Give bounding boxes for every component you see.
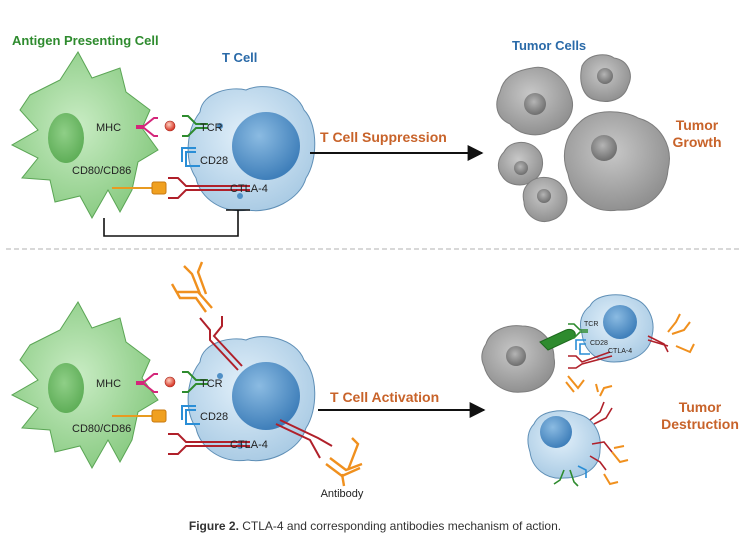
tcr-receptor-top [182,115,208,137]
tumor-cell [580,54,631,102]
tcr-binding-green [539,329,576,351]
tcell-nucleus-top [232,112,300,180]
tcr-label-bottom: TCR [200,378,223,390]
caption-text: CTLA-4 and corresponding antibodies mech… [238,519,562,533]
caption-prefix: Figure 2. [188,519,239,533]
ctla4-bound-upper [199,316,243,371]
mhc-receptor-bottom [136,373,158,393]
ctla4-receptor-top [168,177,250,199]
antibody-lower [325,437,363,487]
apc-nucleus-top [48,113,84,163]
tcell-granule [217,123,223,129]
mhc-label-top: MHC [96,122,121,134]
small-cd28-label: CD28 [590,340,608,347]
antibody-upper [170,261,213,313]
small-cd28 [575,339,590,355]
cd28-receptor-top [181,147,200,167]
figure-caption: Figure 2. CTLA-4 and corresponding antib… [0,519,750,533]
inhibition-line [103,209,250,237]
small-tcell-upper [579,294,654,363]
mhc-label-bottom: MHC [96,378,121,390]
tumor-cell [522,177,568,222]
tcell-title: T Cell [222,50,257,65]
outcome-top-line2: Growth [673,134,722,150]
small-ctla4-lower [589,401,613,471]
small-antibody [565,313,695,393]
outcome-top-line1: Tumor [676,117,719,133]
small-tcr-lower [553,469,579,487]
ctla4-bound-lower [275,419,333,459]
antibody-label: Antibody [321,488,364,500]
apc-cell-bottom [10,301,159,470]
tumor-cells-title: Tumor Cells [512,38,586,53]
tcr-label-top: TCR [200,122,223,134]
apc-nucleus-bottom [48,363,84,413]
cd28-label-bottom: CD28 [200,411,228,423]
tcell-granule [217,373,223,379]
apc-title: Antigen Presenting Cell [12,33,159,48]
small-ctla4-label: CTLA-4 [608,348,632,355]
antigen-dot-top [164,120,176,132]
cd80-label-bottom: CD80/CD86 [72,423,131,435]
small-tcr-label: TCR [584,321,598,328]
small-cd28-lower [577,465,587,478]
small-ctla4 [568,335,669,369]
tcell-nucleus-bottom [232,362,300,430]
suppression-label: T Cell Suppression [320,129,447,145]
cd28-label-top: CD28 [200,155,228,167]
antigen-dot-bottom [164,376,176,388]
cd80-ligand-top [112,181,167,195]
small-tcell-lower [527,410,601,479]
ctla4-label-top: CTLA-4 [230,183,268,195]
small-tcr [568,323,588,339]
ctla4-receptor-bottom [168,433,250,455]
tumor-cell-attacked [481,325,556,393]
ctla4-label-bottom: CTLA-4 [230,439,268,451]
cd80-label-top: CD80/CD86 [72,165,131,177]
tumor-cell [497,142,543,186]
mhc-receptor-top [136,117,158,137]
outcome-bottom-line1: Tumor [679,399,722,415]
activation-label: T Cell Activation [330,389,439,405]
small-antibody-lower [595,383,629,486]
tcell-granule [237,193,243,199]
tumor-cell [496,66,574,136]
tumor-cell [564,111,670,212]
cd80-ligand-bottom [112,409,167,423]
apc-cell-top [10,51,159,220]
tcr-receptor-bottom [182,371,208,393]
cd28-receptor-bottom [181,405,200,425]
outcome-bottom-line2: Destruction [661,416,739,432]
